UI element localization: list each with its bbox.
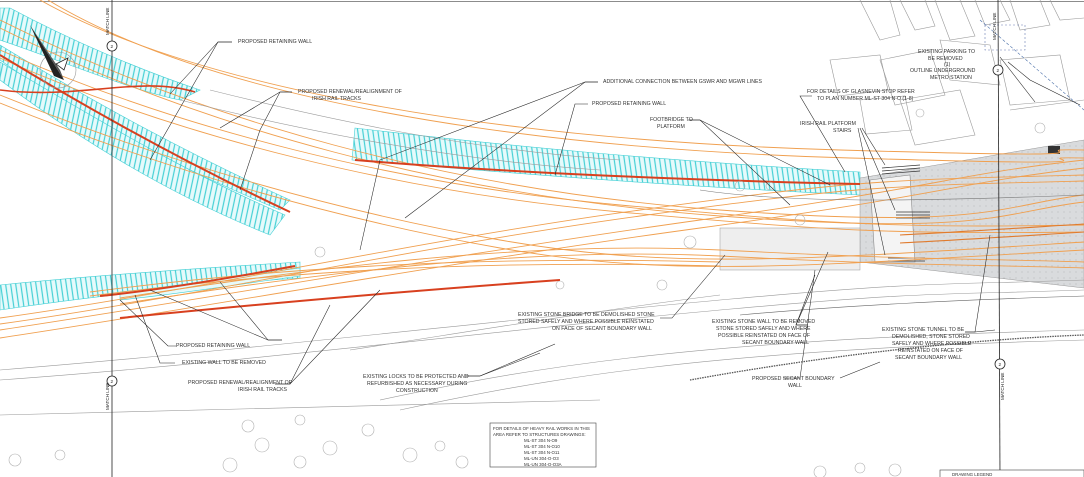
label-parking-a: EXISTING PARKING TO [918, 49, 975, 55]
label-footbridge-a: FOOTBRIDGE TO [650, 117, 693, 123]
label-proposed-retaining-wall-1: PROPOSED RETAINING WALL [238, 39, 312, 45]
label-renewal-2b: IRISH RAIL TRACKS [238, 387, 288, 393]
label-locks-a: EXISTING LOCKS TO BE PROTECTED AND [363, 374, 469, 380]
marker-block [1048, 146, 1060, 154]
match-line-label: MATCH LINE [992, 13, 997, 40]
label-stone-bridge-b: STORED SAFELY AND WHERE POSSIBLE REINSTA… [518, 319, 654, 325]
annotation-labels: PROPOSED RETAINING WALL PROPOSED RENEWAL… [176, 39, 976, 394]
match-line-label: MATCH LINE [1000, 373, 1005, 400]
label-stone-bridge-a: EXISTING STONE BRIDGE TO BE DEMOLISHED S… [518, 312, 655, 318]
label-renewal-1a: PROPOSED RENEWAL/REALIGNMENT OF [298, 89, 402, 95]
match-line-label: MATCH LINE [105, 8, 110, 35]
label-secant-a: PROPOSED SECANT BOUNDARY [752, 376, 835, 382]
label-glasnevin-b: TO PLAN NUMBER ML-ST 304 N-O (1-8) [817, 96, 914, 102]
label-parking-b: BE REMOVED [928, 56, 963, 62]
heavy-rail-notes-box: FOR DETAILS OF HEAVY RAIL WORKS IN THIS … [489, 422, 597, 468]
label-metro-b: METRO STATION [930, 75, 972, 81]
label-tunnel-e: SECANT BOUNDARY WALL [895, 355, 962, 361]
match-line-label: MATCH LINE [105, 383, 110, 410]
note-line-3: ML-ST 304 N-O9 [524, 438, 558, 443]
note-line-4: ML-ST 304 N-O10 [524, 444, 560, 449]
label-stone-bridge-c: ON FACE OF SECANT BOUNDARY WALL [552, 326, 652, 332]
existing-linework [0, 89, 1084, 416]
note-line-6: ML-UN 304-O-O3 [524, 456, 559, 461]
proposed-retaining-walls [0, 54, 861, 319]
match-circle-label: 2 [999, 362, 1002, 367]
label-footbridge-b: PLATFORM [657, 124, 685, 130]
label-existing-wall: EXISTING WALL TO BE REMOVED [182, 360, 266, 366]
drawing-legend-title: DRAWING LEGEND [952, 472, 992, 477]
note-line-2: AREA REFER TO STRUCTURES DRAWINGS: [493, 432, 586, 437]
label-tunnel-c: SAFELY AND WHERE POSSIBLE [892, 341, 972, 347]
label-stone-wall-a: EXISTING STONE WALL TO BE REMOVED [712, 319, 815, 325]
label-proposed-retaining-wall-3: PROPOSED RETAINING WALL [176, 343, 250, 349]
label-stone-wall-c: POSSIBLE REINSTATED ON FACE OF [718, 333, 810, 339]
irish-rail-tracks [0, 0, 1084, 339]
label-locks-b: REFURBISHED AS NECESSARY DURING [367, 381, 467, 387]
label-tunnel-a: EXISTING STONE TUNNEL TO BE [882, 327, 965, 333]
label-platform-stairs-b: STAIRS [833, 128, 852, 134]
note-line-5: ML-ST 304 N-O11 [524, 450, 560, 455]
label-platform-stairs-a: IRISH RAIL PLATFORM [800, 121, 856, 127]
label-renewal-2a: PROPOSED RENEWAL/REALIGNMENT OF [188, 380, 292, 386]
label-secant-b: WALL [788, 383, 802, 389]
match-circle-label: 2 [111, 44, 114, 49]
note-line-1: FOR DETAILS OF HEAVY RAIL WORKS IN THIS [493, 426, 590, 431]
label-proposed-retaining-wall-2: PROPOSED RETAINING WALL [592, 101, 666, 107]
annotation-leaders [119, 41, 1081, 385]
track-highlight [899, 223, 1084, 244]
north-arrow-icon [30, 25, 77, 89]
label-metro-a: OUTLINE UNDERGROUND [910, 68, 976, 74]
label-locks-c: CONSTRUCTION [396, 388, 438, 394]
label-glasnevin-a: FOR DETAILS OF GLASNEVIN STOP REFER [807, 89, 915, 95]
match-lines [111, 0, 1001, 477]
match-circle-label: 2 [997, 68, 1000, 73]
retaining-wall-top [0, 85, 196, 94]
tree-symbols [8, 108, 1046, 477]
label-stone-wall-d: SECANT BOUNDARY WALL [742, 340, 809, 346]
label-stone-wall-b: STONE STORED SAFELY AND WHERE [716, 326, 811, 332]
label-additional-connection: ADDITIONAL CONNECTION BETWEEN GSWR AND M… [603, 79, 762, 85]
label-parking-c: (1) [944, 62, 951, 68]
note-line-7: ML-UN 304-O-O3A [524, 462, 562, 467]
drawing-legend-box: DRAWING LEGEND [939, 469, 1084, 477]
match-line-markers: 2 2 2 2 MATCH LINE MATCH LINE MATCH LINE… [105, 8, 1006, 410]
label-tunnel-b: DEMOLISHED, STONE STORED [892, 334, 970, 340]
label-tunnel-d: REINSTATED ON FACE OF [898, 348, 963, 354]
label-renewal-1b: IRISH RAIL TRACKS [312, 96, 362, 102]
match-circle-label: 2 [111, 379, 114, 384]
urban-context-buildings [829, 0, 1084, 146]
